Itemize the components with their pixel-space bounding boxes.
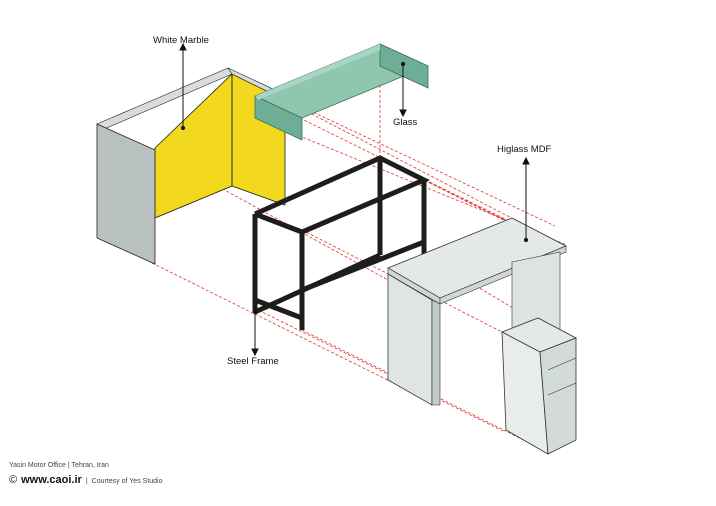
glass-top-face <box>255 44 380 100</box>
glass-right-fin <box>379 43 429 89</box>
credit-line: © www.caoi.ir | Courtesy of Yes Studio <box>9 474 163 486</box>
steel-frame <box>252 155 430 330</box>
caption-separator: | <box>67 462 70 469</box>
drawer-unit-side <box>539 337 577 455</box>
credit-separator: | <box>85 478 88 485</box>
glass-panels <box>254 43 430 141</box>
project-location: Tehran, Iran <box>71 462 109 469</box>
credit-text: Courtesy of Yes Studio <box>91 478 163 485</box>
label-glass: Glass <box>393 117 418 128</box>
glass-left-fin <box>254 95 303 141</box>
label-highglass-mdf: Higlass MDF <box>497 144 552 155</box>
project-name: Yasin Motor Office <box>9 462 66 469</box>
label-steel-frame: Steel Frame <box>227 356 279 367</box>
project-caption: Yasin Motor Office | Tehran, Iran <box>9 462 109 469</box>
desk-left-leg-side <box>431 299 441 406</box>
website-link[interactable]: www.caoi.ir <box>21 474 82 486</box>
leader-arrows <box>179 42 530 357</box>
highglass-mdf-desk <box>387 217 577 455</box>
marble-side-panel <box>96 123 156 265</box>
copyright-icon: © <box>9 474 18 486</box>
label-white-marble: White Marble <box>153 35 209 46</box>
